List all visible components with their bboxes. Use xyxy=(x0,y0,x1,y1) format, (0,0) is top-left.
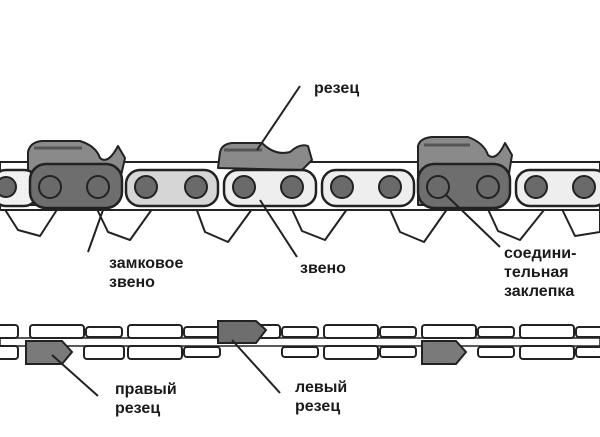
label-left-cutter-2: резец xyxy=(295,398,340,415)
top-cutter-right-2 xyxy=(421,340,468,365)
label-connecting-link-2: звено xyxy=(109,274,155,291)
label-right-cutter-1: правый xyxy=(115,381,177,398)
label-rivet-1: соедини- xyxy=(504,245,576,262)
upper-side-plates xyxy=(0,324,600,339)
label-rivet-3: заклепка xyxy=(504,283,574,300)
label-rivet-2: тельная xyxy=(504,264,569,281)
chain-side-view: резец замковое звено звено соедини- тель… xyxy=(0,80,600,300)
drive-link-strip xyxy=(0,337,600,347)
top-cutter-right-1 xyxy=(25,340,74,365)
cutter-2 xyxy=(217,142,313,171)
lower-side-plates xyxy=(0,345,600,360)
label-left-cutter-1: левый xyxy=(295,379,347,396)
label-right-cutter-2: резец xyxy=(115,400,160,417)
rivets xyxy=(0,175,596,199)
label-drive-link: звено xyxy=(300,260,346,277)
leader-lines-top xyxy=(87,85,501,258)
leader-lines-bottom xyxy=(51,339,281,397)
label-connecting-link-1: замковое xyxy=(109,255,183,272)
top-cutter-left xyxy=(217,320,268,344)
drive-link-tangs xyxy=(1,204,600,243)
chain-top-view: правый резец левый резец xyxy=(0,320,600,417)
label-cutter: резец xyxy=(314,80,359,97)
